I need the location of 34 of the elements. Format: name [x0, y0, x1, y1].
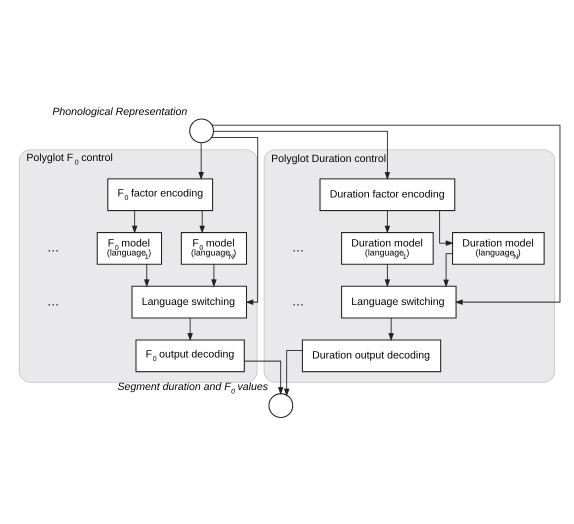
node-box: F$_{0}$ output decoding	[135, 338, 245, 372]
arrow	[144, 264, 150, 287]
arrow	[212, 124, 560, 304]
node-box: Duration model (language$_{N}$)	[452, 232, 545, 264]
node-box: F$_{0}$ model (language$_{N}$)	[180, 232, 248, 264]
arrow	[213, 130, 390, 180]
arrow	[284, 350, 303, 396]
label: …	[292, 294, 304, 308]
arrow	[132, 210, 138, 234]
arrow	[199, 210, 205, 234]
arrow	[384, 210, 390, 234]
arrow	[443, 252, 453, 288]
label: …	[292, 240, 304, 254]
node-box: Duration output decoding	[302, 338, 442, 372]
node-label: Segment duration and F$_{0}$ values	[117, 380, 268, 395]
arrow	[388, 317, 394, 341]
node-circle	[268, 392, 294, 418]
node-box: F$_{0}$ factor encoding	[107, 178, 214, 211]
node-box: Duration model (language$_{1}$)	[341, 232, 434, 264]
arrow	[198, 142, 204, 180]
node-box: F$_{0}$ model (language$_{1}$)	[96, 232, 162, 264]
arrow	[244, 360, 284, 394]
arrow	[211, 264, 217, 287]
node-circle	[189, 118, 214, 143]
node-box: Duration factor encoding	[320, 178, 456, 211]
arrow	[211, 136, 258, 304]
label: …	[47, 240, 60, 254]
arrow	[187, 317, 193, 341]
label: …	[47, 294, 60, 308]
arrow	[439, 210, 454, 246]
node-label: Phonological Representation	[52, 106, 188, 118]
node-box: Language switching	[132, 285, 248, 318]
arrow	[384, 264, 390, 287]
node-box: Language switching	[341, 285, 457, 318]
